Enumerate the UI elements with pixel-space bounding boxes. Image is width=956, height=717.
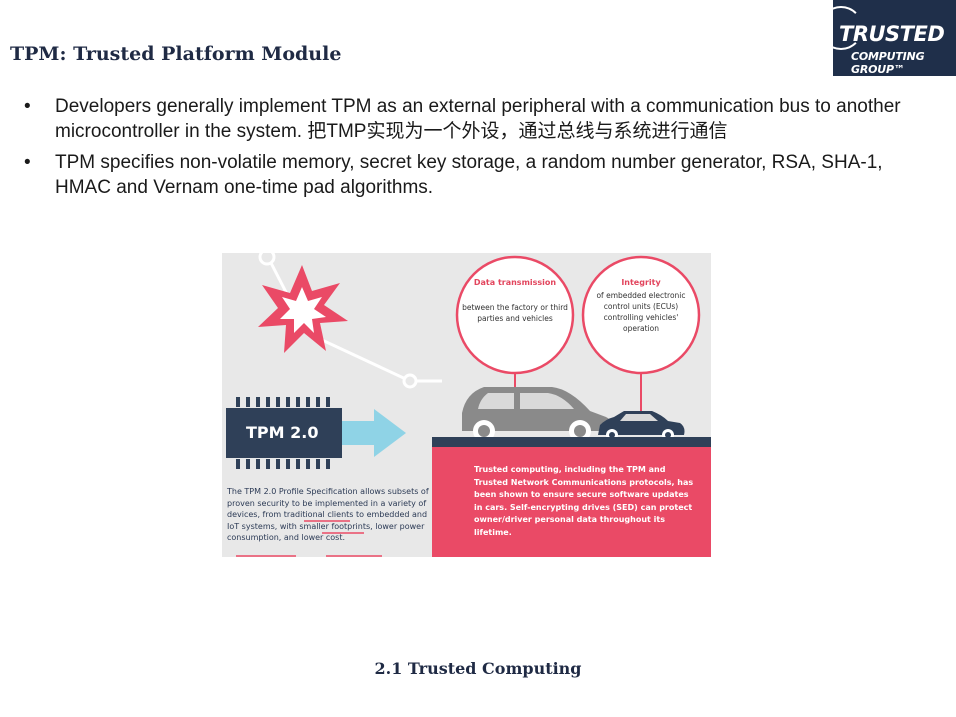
bullet-marker: • bbox=[24, 96, 31, 117]
pink-panel bbox=[432, 447, 711, 557]
slide-caption: 2.1 Trusted Computing bbox=[374, 659, 582, 678]
network-node bbox=[402, 373, 418, 389]
tpm-chip-label: TPM 2.0 bbox=[246, 423, 319, 442]
integrity-body: of embedded electronic control units (EC… bbox=[596, 291, 686, 333]
trusted-computing-text: Trusted computing, including the TPM and… bbox=[474, 465, 694, 537]
bullet-item: • TPM specifies non-volatile memory, sec… bbox=[24, 150, 924, 200]
infographic-graphics bbox=[226, 253, 711, 557]
slide-title: TPM: Trusted Platform Module bbox=[10, 43, 342, 65]
integrity-title: Integrity bbox=[621, 278, 661, 287]
bullet-text: TPM specifies non-volatile memory, secre… bbox=[55, 152, 883, 198]
data-transmission-title: Data transmission bbox=[473, 278, 557, 287]
sedan-icon bbox=[598, 411, 685, 441]
logo-line-2: COMPUTING GROUP™ bbox=[851, 50, 925, 76]
tpm-chip-body bbox=[226, 408, 342, 458]
network-node bbox=[258, 253, 276, 266]
bullet-list: • Developers generally implement TPM as … bbox=[24, 94, 924, 206]
text-underlines bbox=[236, 520, 382, 557]
starburst-inner-icon bbox=[280, 287, 326, 333]
data-transmission-body: between the factory or third parties and… bbox=[462, 303, 568, 323]
trusted-computing-group-logo: TRUSTED COMPUTING GROUP™ bbox=[833, 0, 956, 76]
bullet-marker: • bbox=[24, 152, 31, 173]
road-bar bbox=[432, 437, 711, 447]
tpm-infographic: TPM 2.0 Data transmission between the fa… bbox=[222, 253, 711, 557]
suv-icon bbox=[462, 387, 614, 442]
bullet-text: Developers generally implement TPM as an… bbox=[55, 96, 901, 142]
tpm-spec-text: The TPM 2.0 Profile Specification allows… bbox=[227, 487, 429, 542]
logo-line-1: TRUSTED bbox=[839, 22, 945, 46]
bullet-item: • Developers generally implement TPM as … bbox=[24, 94, 924, 144]
arrow-right-icon bbox=[342, 409, 406, 457]
chip-pins bbox=[236, 397, 330, 469]
